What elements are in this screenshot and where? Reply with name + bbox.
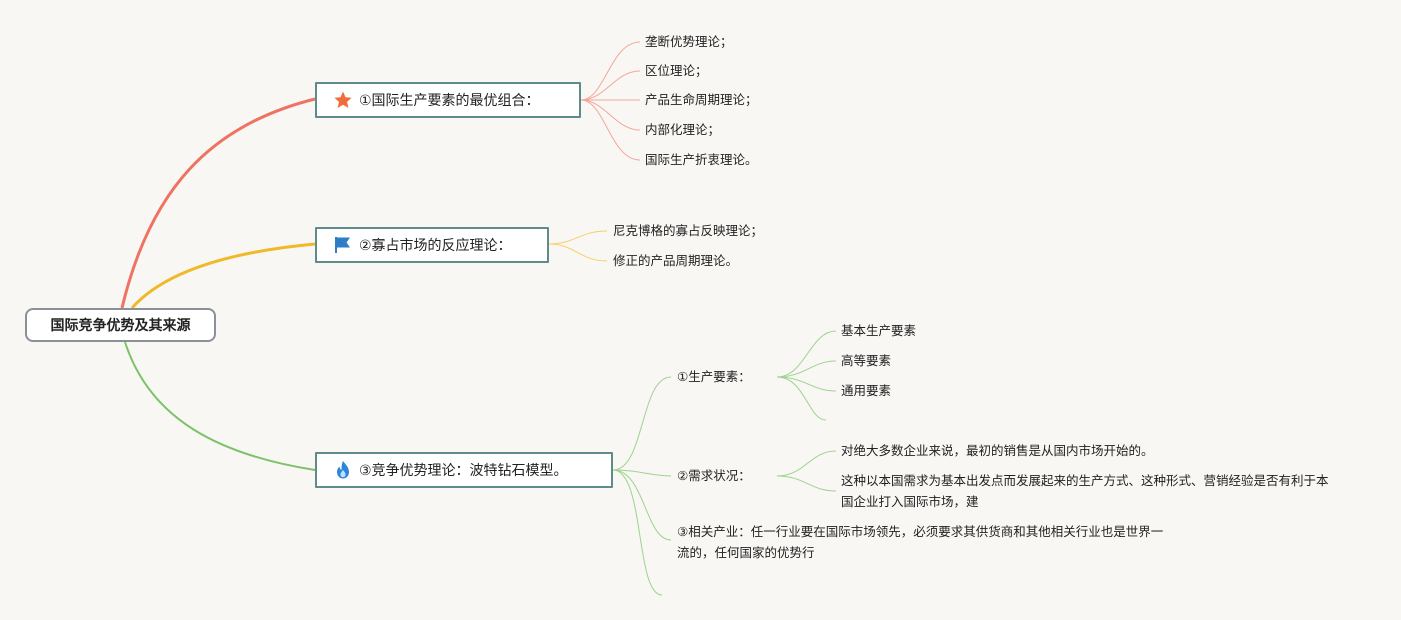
connector-leaf-3-1-1: [776, 330, 837, 378]
connector-sub-3-2: [612, 469, 672, 477]
topic-node-oligopoly-reaction[interactable]: ②寡占市场的反应理论：: [315, 227, 549, 263]
connector-leaf-2-2: [548, 243, 608, 262]
connector-leaf-1-4: [580, 99, 641, 131]
leaf-general-factors[interactable]: 通用要素: [841, 383, 892, 398]
subtopic-related-industries[interactable]: ③相关产业：任一行业要在国际市场领先，必须要求其供货商和其他相关行业也是世界一流…: [677, 524, 1164, 560]
connector-leaf-3-1-3: [776, 376, 837, 392]
connector-branch-1: [120, 97, 316, 309]
connector-sub-3-4: [612, 469, 663, 596]
leaf-internalization-theory[interactable]: 内部化理论；: [645, 122, 721, 137]
connector-branch-2: [130, 242, 316, 309]
fire-icon: [337, 461, 349, 479]
leaf-knickerbocker-theory[interactable]: 尼克博格的寡占反映理论；: [613, 223, 764, 238]
connector-leaf-3-1-2: [776, 360, 837, 378]
star-icon: [334, 91, 352, 108]
leaf-location-theory[interactable]: 区位理论；: [645, 63, 708, 78]
leaf-product-life-cycle-theory[interactable]: 产品生命周期理论；: [645, 92, 758, 107]
topic-label: ①国际生产要素的最优组合：: [359, 93, 540, 109]
leaf-revised-product-cycle[interactable]: 修正的产品周期理论。: [613, 253, 739, 268]
connector-leaf-3-1-4: [776, 376, 827, 421]
root-node[interactable]: 国际竞争优势及其来源: [25, 308, 216, 342]
connector-leaf-3-2-1: [776, 450, 837, 477]
connector-sub-3-1: [612, 376, 672, 471]
topic-node-production-factors[interactable]: ①国际生产要素的最优组合：: [315, 82, 581, 118]
leaf-basic-factors[interactable]: 基本生产要素: [841, 323, 917, 338]
connector-leaf-2-1: [548, 230, 608, 245]
flag-icon: [335, 237, 350, 253]
subtopic-factor-conditions[interactable]: ①生产要素：: [677, 369, 751, 384]
connector-leaf-1-5: [580, 99, 641, 161]
leaf-domestic-sales[interactable]: 对绝大多数企业来说，最初的销售是从国内市场开始的。: [841, 443, 1154, 458]
connector-branch-3: [124, 341, 316, 471]
topic-node-competitive-advantage[interactable]: ③竞争优势理论：波特钻石模型。: [315, 452, 613, 488]
connector-sub-3-3: [612, 469, 672, 541]
connector-leaf-3-2-2: [776, 475, 837, 492]
subtopic-demand-conditions[interactable]: ②需求状况：: [677, 468, 751, 483]
leaf-domestic-demand-text[interactable]: 这种以本国需求为基本出发点而发展起来的生产方式、这种形式、营销经验是否有利于本国…: [841, 473, 1329, 509]
topic-label: ②寡占市场的反应理论：: [359, 238, 512, 254]
connector-leaf-1-1: [580, 41, 641, 101]
leaf-advanced-factors[interactable]: 高等要素: [841, 353, 892, 368]
connector-leaf-1-2: [580, 70, 641, 101]
leaf-monopoly-advantage-theory[interactable]: 垄断优势理论；: [645, 34, 733, 49]
leaf-eclectic-theory[interactable]: 国际生产折衷理论。: [645, 152, 758, 167]
root-label: 国际竞争优势及其来源: [50, 318, 191, 334]
topic-label: ③竞争优势理论：波特钻石模型。: [359, 463, 568, 479]
